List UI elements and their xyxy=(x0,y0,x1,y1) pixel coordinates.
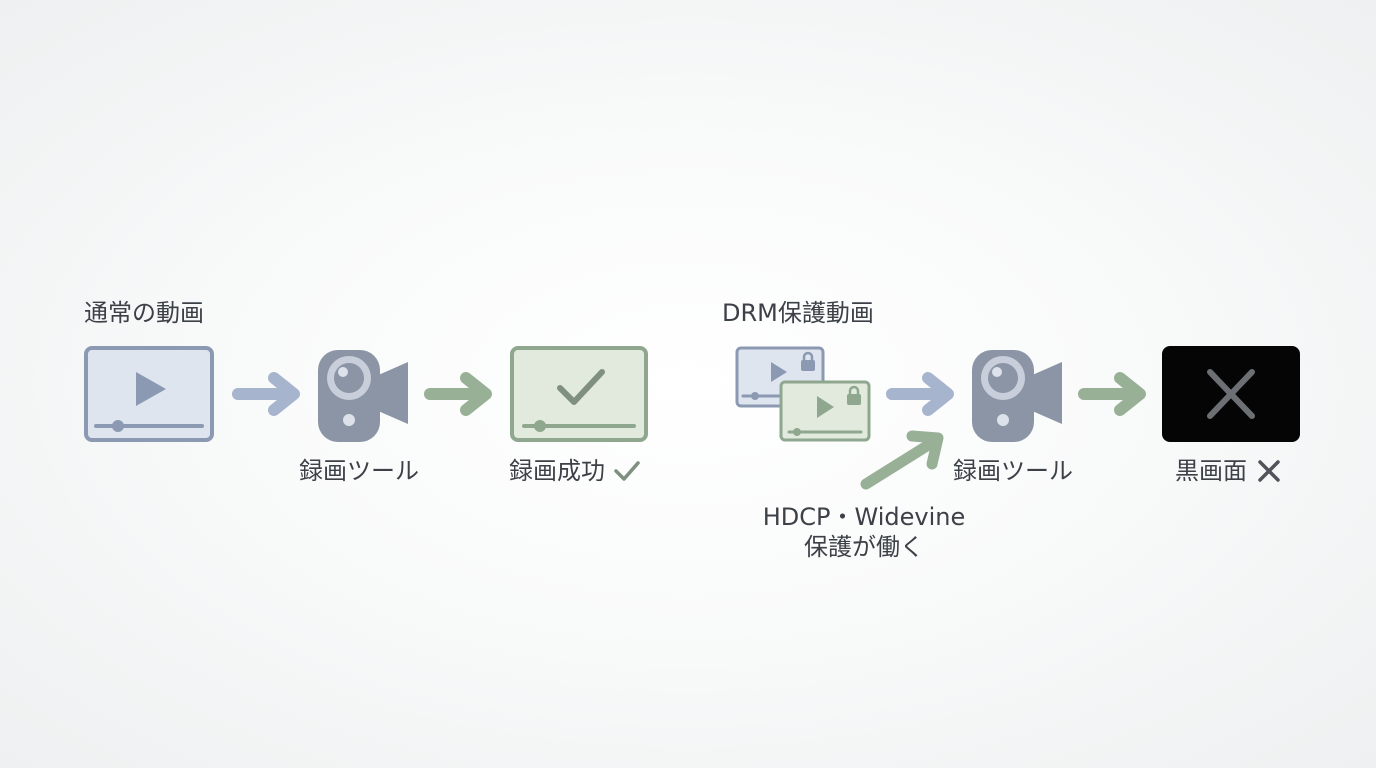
drm-recorder-label: 録画ツール xyxy=(953,457,1073,485)
drm-video-title: DRM保護動画 xyxy=(722,299,874,327)
video-camera-icon xyxy=(318,350,408,442)
black-screen-x-icon xyxy=(1162,346,1300,442)
arrow-to-success-icon xyxy=(424,372,492,416)
protection-caption: HDCP・Widevine 保護が働く xyxy=(744,502,984,562)
x-mark-icon xyxy=(1258,460,1280,482)
success-result: 録画成功 xyxy=(509,459,641,483)
black-screen-result: 黒画面 xyxy=(1175,459,1281,483)
success-label: 録画成功 xyxy=(509,457,605,485)
protection-caption-line2: 保護が働く xyxy=(804,533,924,561)
checkmark-icon xyxy=(614,461,640,481)
normal-recorder-label: 録画ツール xyxy=(299,457,419,485)
check-screen-icon xyxy=(510,346,648,442)
protection-arrow-icon xyxy=(860,430,944,490)
arrow-to-recorder-icon xyxy=(232,372,300,416)
black-screen-label: 黒画面 xyxy=(1175,457,1247,485)
drm-arrow-to-recorder-icon xyxy=(886,372,954,416)
protection-caption-line1: HDCP・Widevine xyxy=(762,503,966,531)
drm-arrow-to-result-icon xyxy=(1078,372,1146,416)
play-video-icon xyxy=(84,346,214,442)
normal-video-title: 通常の動画 xyxy=(84,299,204,327)
drm-video-camera-icon xyxy=(972,350,1062,442)
locked-video-icon xyxy=(735,346,871,442)
